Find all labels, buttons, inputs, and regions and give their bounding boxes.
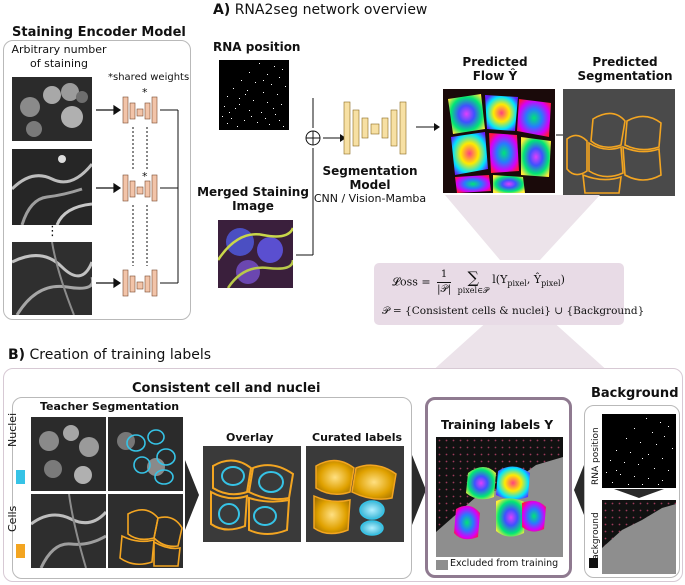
merged-staining-title: Merged Staining Image [193,185,313,213]
overlay-image [203,446,301,542]
nuclei-swatch [16,470,25,484]
teacher-cells-seg [108,494,183,568]
loss-term-sub2: pixel [541,279,561,289]
nuclei-label: Nuclei [6,412,19,447]
pred-seg-line1: Predicted [592,55,658,69]
teacher-nuclei-seg [108,417,183,491]
rna-position-title: RNA position [213,40,301,54]
seg-model-line1: Segmentation [322,164,418,178]
curated-image [306,446,404,542]
loss-frac-num: 1 [437,268,452,283]
shared-weights-label: *shared weights [108,72,190,83]
star-1: * [142,86,148,99]
unet-block-1 [122,96,158,124]
merged-line2: Image [232,199,274,213]
loss-box [374,263,624,325]
loss-lhs: 𝓛oss = [392,275,431,289]
overlay-title: Overlay [226,431,274,444]
arrow-to-flow [416,123,440,131]
training-title: Training labels Y [441,418,554,432]
chevron-curated [412,455,426,525]
section-a-letter: A) [213,2,231,18]
background-title: Background [591,386,679,401]
encoder-title: Staining Encoder Model [12,25,186,40]
arbitrary-staining-label: Arbitrary number of staining [4,43,114,71]
merge-connector [296,98,346,256]
arbitrary-line2: of staining [30,57,88,70]
rna-position-image [219,60,289,130]
training-labels-image [436,437,563,557]
chevron-teacher [185,460,199,530]
merged-staining-image [218,220,293,288]
loss-set-definition: 𝒫 = {Consistent cells & nuclei} ∪ {Backg… [382,305,645,317]
background-down-arrow [614,489,664,498]
seg-model-line2: Model [349,178,391,192]
teacher-title: Teacher Segmentation [40,400,180,413]
predicted-seg-image [563,89,675,196]
loss-term-mid: , Ŷ [526,273,542,287]
segmentation-model-label: Segmentation Model CNN / Vision-Mamba [305,164,435,206]
merged-line1: Merged Staining [197,185,309,199]
teacher-nuclei-raw [31,417,106,491]
background-legend-swatch [589,558,598,568]
pred-flow-line1: Predicted [462,55,528,69]
arbitrary-line1: Arbitrary number [11,43,107,56]
rna-dots [222,63,286,127]
predicted-flow-title: Predicted Flow Ŷ [450,55,540,83]
staining-dots: ⋮ [46,224,59,239]
staining-image-2 [12,149,92,225]
loss-frac-den: |𝒫| [437,284,452,295]
predicted-flow-image [443,89,555,193]
rna-position-vertical-label: RNA position [591,427,601,485]
pred-seg-line2: Segmentation [577,69,673,83]
loss-term-sub1: pixel [507,279,527,289]
unet-block-3 [122,269,158,297]
teacher-cells-raw [31,494,106,568]
segmentation-model-icon [343,101,407,155]
section-b-letter: B) [8,347,26,363]
excluded-label: Excluded from training [450,558,559,569]
section-b-heading: B) Creation of training labels [8,347,211,363]
arrow-to-segmentation [556,134,564,136]
staining-image-3 [12,242,92,315]
loss-sum: ∑ [467,268,479,287]
staining-image-1 [12,77,92,141]
background-mask-image [602,500,676,574]
unet-block-2 [122,174,158,202]
section-b-title: Creation of training labels [29,347,211,363]
section-a-title: RNA2seg network overview [234,2,428,18]
loss-formula: 𝓛oss = 1 |𝒫| ∑ pixel∈𝒫 l(Ypixel, Ŷpixel) [392,268,565,297]
seg-model-sub: CNN / Vision-Mamba [313,192,427,205]
loss-term: l(Y [492,273,508,287]
pred-flow-line2: Flow Ŷ [472,69,518,83]
curated-title: Curated labels [312,431,403,444]
excluded-swatch [436,560,448,570]
section-a-heading: A) RNA2seg network overview [213,2,427,18]
predicted-seg-title: Predicted Segmentation [565,55,685,83]
background-rna-image [602,414,676,488]
cells-swatch [16,544,25,558]
funnel-shade [430,195,610,373]
loss-sum-sub: pixel∈𝒫 [457,286,489,295]
loss-term-end: ) [560,273,565,287]
cells-label: Cells [6,505,19,532]
star-2: * [142,170,148,183]
consistent-title: Consistent cell and nuclei [132,381,321,396]
encoder-diagram [96,96,179,297]
